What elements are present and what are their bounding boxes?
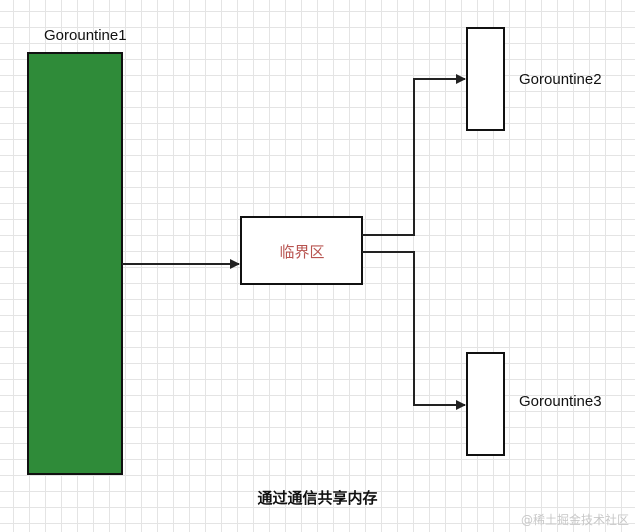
- diagram-caption: 通过通信共享内存: [257, 489, 378, 507]
- watermark: @稀土掘金技术社区: [520, 513, 629, 527]
- critical-section-box: [240, 216, 363, 285]
- arrow-critical-to-g2: [362, 74, 466, 236]
- goroutine3-label: Gorountine3: [519, 393, 602, 410]
- goroutine1-label: Gorountine1: [44, 27, 127, 44]
- goroutine2-box: [466, 27, 505, 131]
- goroutine1-block: [27, 52, 123, 475]
- arrow-critical-to-g3: [362, 251, 466, 410]
- critical-section-label: 临界区: [279, 242, 325, 261]
- goroutine2-label: Gorountine2: [519, 71, 602, 88]
- goroutine3-box: [466, 352, 505, 456]
